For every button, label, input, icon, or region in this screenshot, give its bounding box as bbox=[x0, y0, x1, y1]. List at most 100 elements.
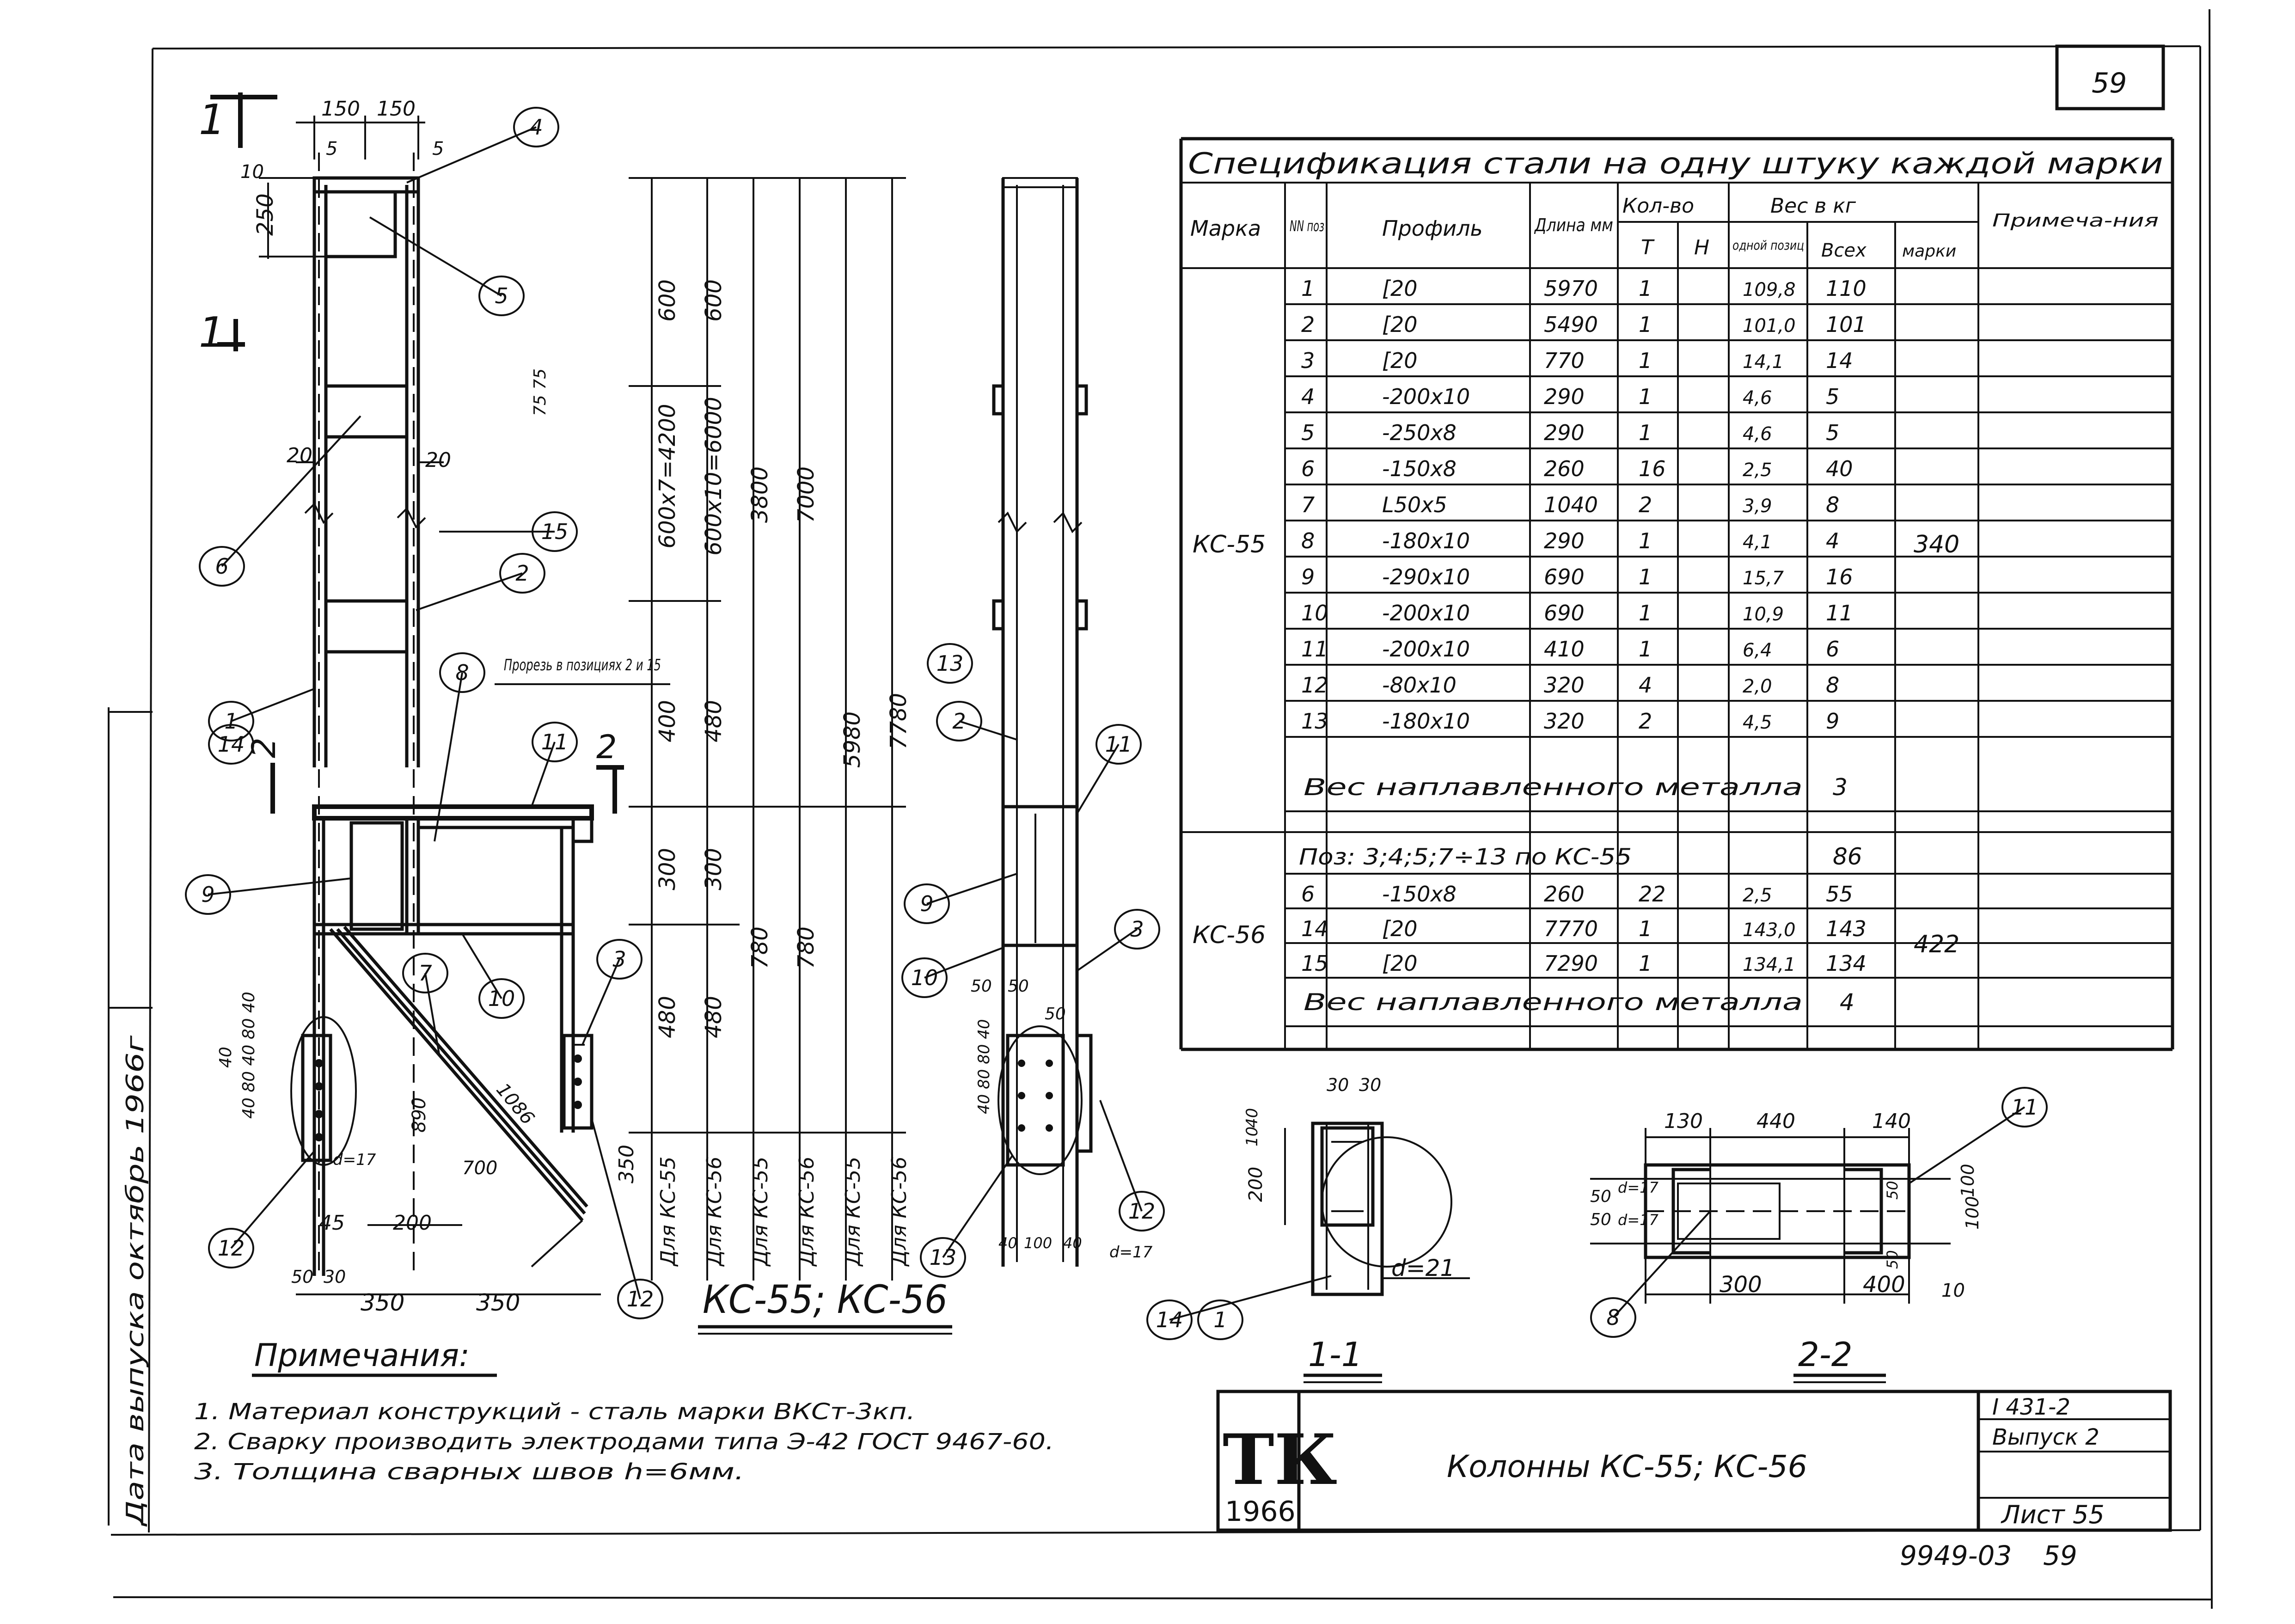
callout-bubble bbox=[208, 701, 254, 742]
callout-number: 3 bbox=[1130, 917, 1144, 942]
spec-row-length: 410 bbox=[1544, 637, 1585, 662]
s11-dim-d21: d=21 bbox=[1391, 1255, 1455, 1281]
spec-row-pos: 6 bbox=[1301, 882, 1315, 907]
callout-number: 2 bbox=[952, 709, 966, 734]
spec-row-weight-all: 101 bbox=[1826, 312, 1867, 337]
notes: Примечания: 1. Материал конструкций - ст… bbox=[194, 1337, 1054, 1485]
callout-number: 8 bbox=[1606, 1305, 1620, 1330]
spec-row-profile: [20 bbox=[1382, 951, 1417, 976]
spec-row-qty-t: 22 bbox=[1639, 882, 1666, 907]
note-3: 3. Толщина сварных швов h=6мм. bbox=[194, 1459, 744, 1485]
spec-row-weight-all: 8 bbox=[1826, 492, 1839, 517]
callout-leader bbox=[231, 688, 315, 722]
vertical-dimension: 7780 bbox=[886, 693, 912, 749]
dim-350-a: 350 bbox=[361, 1289, 404, 1316]
main-elevation: 1 1 bbox=[185, 92, 952, 1335]
spec-row-pos: 7 bbox=[1301, 492, 1315, 517]
spec-row-weight-all: 134 bbox=[1826, 951, 1867, 976]
callout-number: 7 bbox=[418, 961, 432, 986]
mark-ks56-total: 422 bbox=[1914, 931, 1959, 958]
callout-leader bbox=[221, 415, 361, 567]
callout-bubble bbox=[1590, 1297, 1636, 1338]
series-code: I 431-2 bbox=[1992, 1394, 2070, 1420]
spec-row-qty-t: 1 bbox=[1639, 276, 1652, 301]
callout-bubble bbox=[596, 939, 643, 980]
callout-number: 4 bbox=[529, 115, 543, 140]
spec-row-profile: -150х8 bbox=[1382, 456, 1457, 481]
spec-header-w-mark: марки bbox=[1902, 242, 1956, 261]
spec-row-profile: -200х10 bbox=[1382, 601, 1470, 625]
callout-number: 14 bbox=[218, 732, 245, 757]
spec-row-qty-t: 4 bbox=[1639, 673, 1652, 698]
s22-dim-50c: 50 bbox=[1884, 1181, 1901, 1200]
callout-leader bbox=[531, 742, 556, 807]
spec-row-weight-one: 109,8 bbox=[1743, 279, 1796, 300]
callout-leader bbox=[924, 947, 1004, 979]
spec-row-weight-all: 6 bbox=[1826, 637, 1839, 662]
callout-number: 3 bbox=[612, 947, 626, 972]
for-mark-label: Для КС-56 bbox=[703, 1157, 726, 1267]
cut-mark-2-top: 2 bbox=[596, 728, 617, 766]
spec-row-qty-t: 1 bbox=[1639, 384, 1652, 409]
weld-weight-ks56-value: 4 bbox=[1840, 989, 1854, 1016]
side-dim-50a: 50 bbox=[971, 977, 992, 996]
cut-mark-2-left: 2 bbox=[245, 737, 283, 758]
callout-leader bbox=[1076, 928, 1138, 972]
spec-row-weight-all: 9 bbox=[1826, 709, 1839, 734]
spec-row-profile: -290х10 bbox=[1382, 564, 1470, 589]
spec-row-pos: 13 bbox=[1301, 709, 1328, 734]
spec-row-pos: 2 bbox=[1301, 312, 1315, 337]
vertical-dimension: 600 bbox=[655, 279, 680, 322]
callout-number: 12 bbox=[1128, 1199, 1156, 1224]
dim-20-right: 20 bbox=[425, 448, 451, 472]
s22-dim-10: 10 bbox=[1941, 1280, 1965, 1301]
note-1: 1. Материал конструкций - сталь марки ВК… bbox=[194, 1399, 915, 1425]
spec-header-profile: Профиль bbox=[1382, 216, 1483, 241]
spec-row-length: 770 bbox=[1544, 348, 1585, 373]
spec-row-weight-one: 4,6 bbox=[1743, 387, 1772, 409]
callout-number: 9 bbox=[920, 891, 933, 916]
callout-number: 6 bbox=[215, 554, 228, 579]
spec-row-weight-one: 15,7 bbox=[1743, 568, 1784, 589]
spec-row-qty-t: 16 bbox=[1639, 456, 1666, 481]
mark-ks55-total: 340 bbox=[1914, 531, 1959, 558]
callout-number: 5 bbox=[495, 283, 508, 308]
spec-table: Спецификация стали на одну штуку каждой … bbox=[1179, 137, 2174, 1051]
sheet-frame bbox=[108, 9, 2213, 1609]
vertical-dimension: 300 bbox=[701, 848, 727, 890]
spec-row-qty-t: 1 bbox=[1639, 916, 1652, 941]
spec-row-weight-all: 11 bbox=[1826, 601, 1853, 625]
dim-top-5-b: 5 bbox=[432, 138, 444, 159]
spec-header-qty: Кол-во bbox=[1622, 194, 1694, 218]
side-elevation: 50 50 50 40 100 40 d=17 40 80 80 40 1321… bbox=[901, 177, 1165, 1278]
callout-leader bbox=[416, 572, 523, 611]
spec-row-weight-all: 110 bbox=[1826, 276, 1867, 301]
weld-weight-ks56-label: Вес наплавленного металла bbox=[1304, 989, 1803, 1016]
spec-row-profile: [20 bbox=[1382, 276, 1417, 301]
callout-number: 12 bbox=[627, 1287, 654, 1311]
callout-number: 15 bbox=[541, 519, 569, 544]
spec-row-profile: -200х10 bbox=[1382, 637, 1470, 662]
s22-dim-50a: 50 bbox=[1590, 1187, 1611, 1206]
side-dim-40a: 40 bbox=[998, 1234, 1017, 1252]
s22-dim-100a: 100 bbox=[1962, 1196, 1983, 1230]
callout-leader bbox=[230, 1150, 315, 1249]
callout-leader bbox=[434, 672, 463, 842]
s22-dim-100b: 100 bbox=[1958, 1164, 1978, 1197]
callout-bubble bbox=[1119, 1191, 1165, 1232]
callout-leader bbox=[369, 216, 502, 297]
dim-d17: d=17 bbox=[333, 1151, 376, 1169]
callout-number: 14 bbox=[1156, 1307, 1183, 1332]
spec-row-profile: -200х10 bbox=[1382, 384, 1470, 409]
spec-header-weight: Вес в кг bbox=[1770, 194, 1856, 218]
s22-dim-440: 440 bbox=[1756, 1109, 1795, 1133]
side-stamp: Дата выпуска октябрь 1966г bbox=[122, 1035, 149, 1527]
spec-row-weight-all: 8 bbox=[1826, 673, 1839, 698]
callout-leader bbox=[1076, 743, 1120, 815]
callout-bubble bbox=[402, 953, 448, 993]
side-dim-50c: 50 bbox=[1045, 1005, 1066, 1023]
vertical-dimension: 600х7=4200 bbox=[655, 404, 680, 549]
spec-row-profile: [20 bbox=[1382, 348, 1417, 373]
s11-dim-10: 10 bbox=[1243, 1127, 1261, 1146]
callout-number: 11 bbox=[1105, 732, 1132, 757]
